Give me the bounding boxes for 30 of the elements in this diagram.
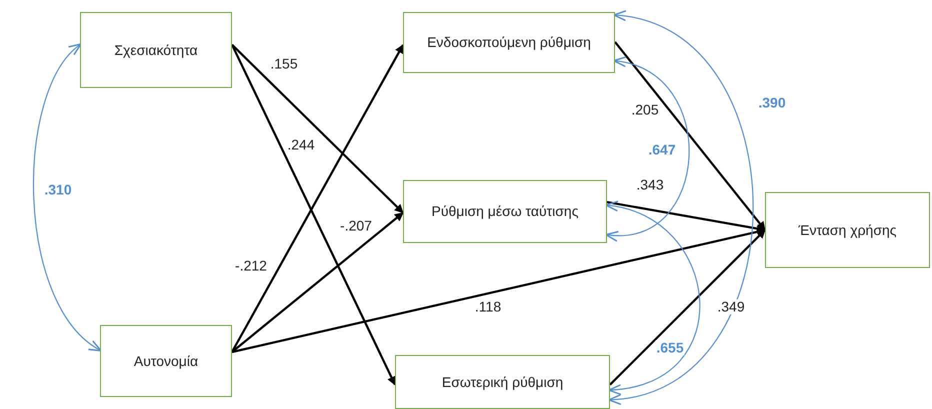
- variable-box: [395, 355, 610, 409]
- arrow: [231, 44, 404, 214]
- edge-label: .343: [635, 177, 665, 193]
- arrow: [614, 41, 766, 231]
- node-label: Σχεσιακότητα: [113, 40, 199, 60]
- arrow: [231, 212, 404, 353]
- variable-box: [100, 325, 232, 397]
- node-label: Ρύθμιση μέσω ταύτισης: [430, 202, 580, 222]
- node-label: Ένταση χρήσης: [798, 220, 898, 240]
- edge-label: .155: [269, 56, 299, 72]
- edge-label: .390: [757, 95, 787, 111]
- edge-label: .310: [43, 182, 73, 198]
- edge-label: .647: [647, 142, 677, 158]
- edge-label: .655: [655, 340, 685, 356]
- curved-double-arrow: [33, 43, 102, 352]
- curved-double-arrow: [608, 12, 754, 404]
- curved-double-arrow: [605, 202, 700, 394]
- node-label: Ενδοσκοπούμενη ρύθμιση: [426, 33, 592, 52]
- arrow: [609, 229, 766, 386]
- variable-box: [80, 12, 232, 88]
- variable-box: [765, 192, 930, 268]
- edge-label: -.207: [339, 218, 373, 234]
- edge-label: .205: [630, 102, 660, 118]
- variable-box: [403, 180, 607, 243]
- edge-label: .349: [716, 299, 746, 315]
- curved-double-arrow: [605, 58, 690, 240]
- variable-box: [403, 12, 615, 73]
- edge-label: .118: [474, 299, 502, 315]
- node-label: Αυτονομία: [132, 352, 200, 371]
- node-label: Εσωτερική ρύθμιση: [440, 372, 564, 392]
